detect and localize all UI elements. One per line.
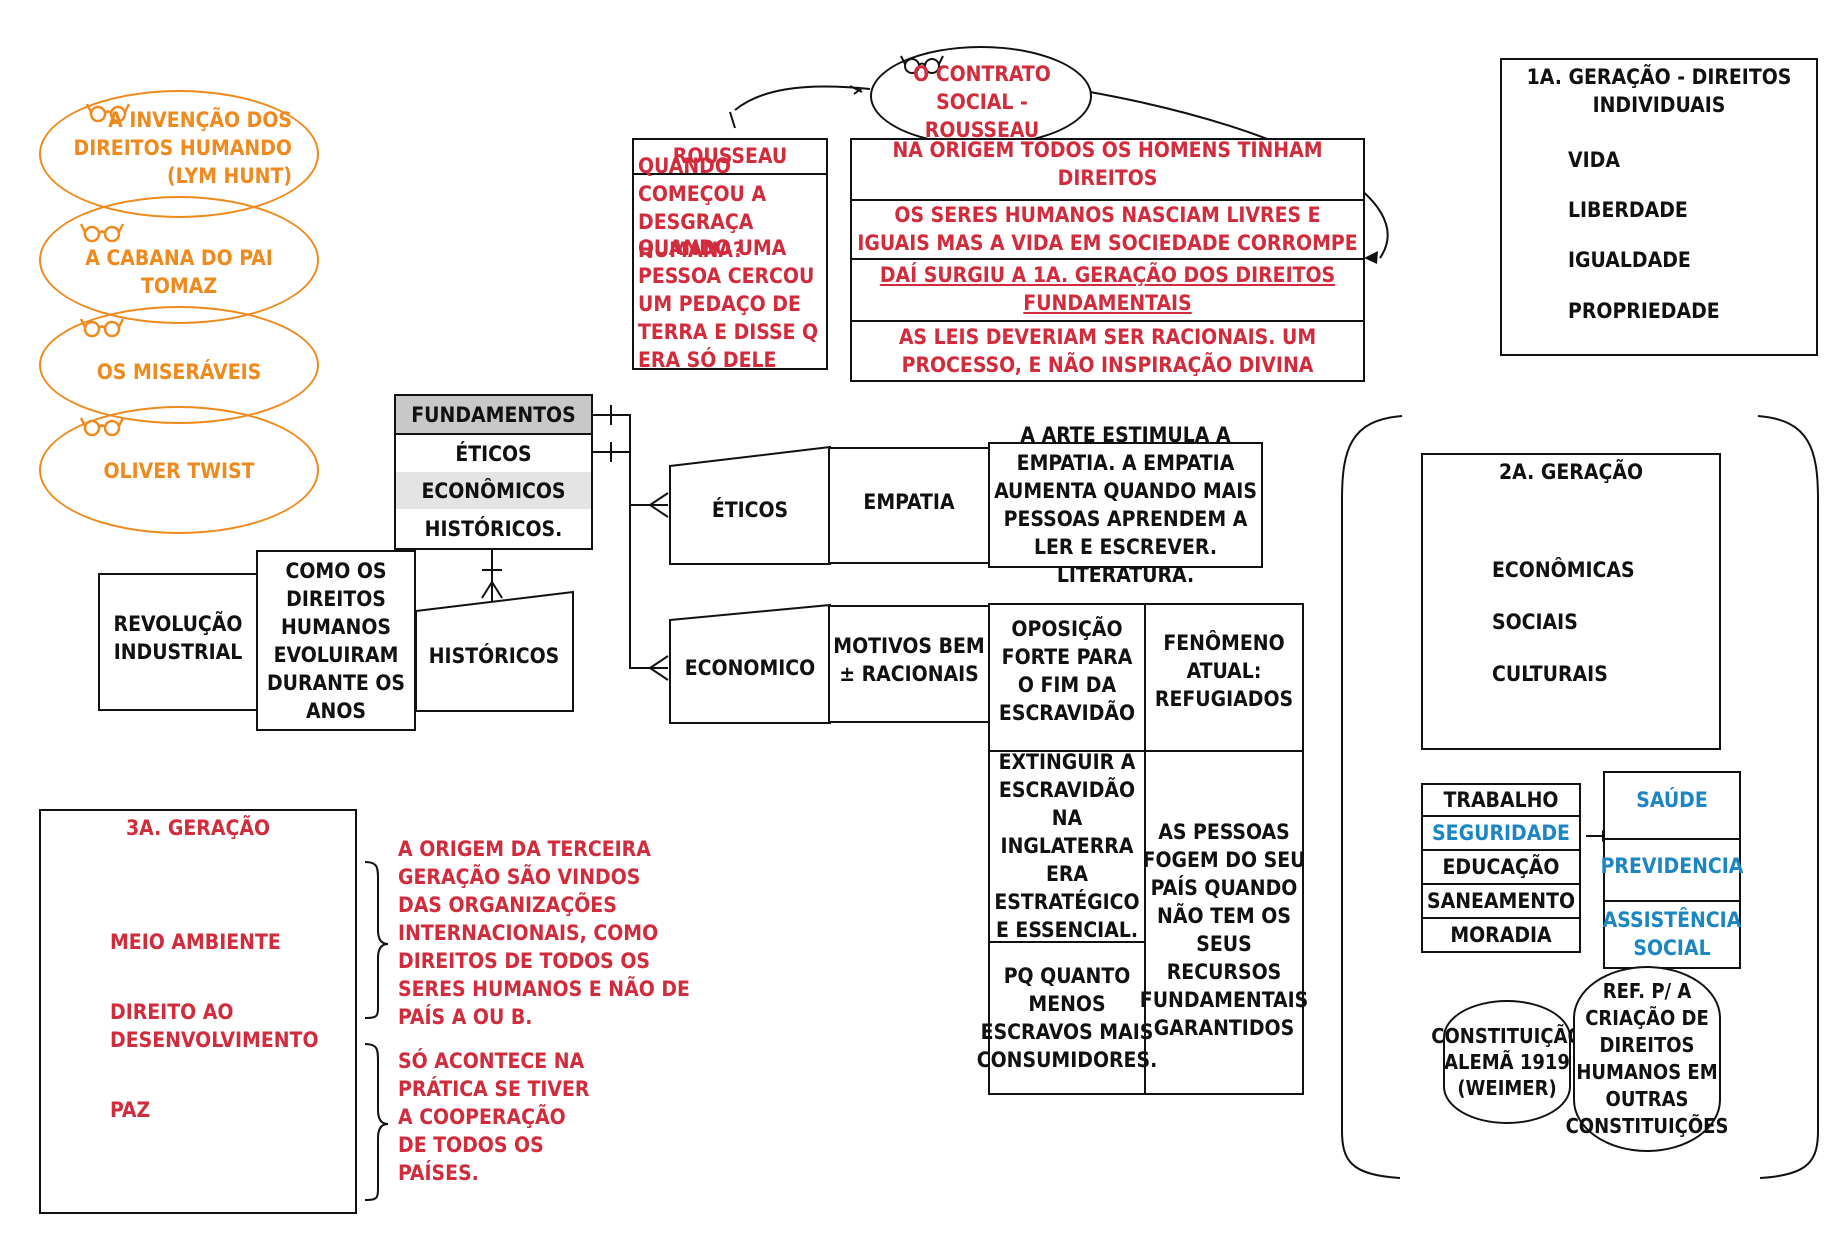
primeira-geracao-item: Propriedade xyxy=(1568,299,1720,323)
origem-row-4: As leis deveriam ser racionais. Um proce… xyxy=(898,325,1317,377)
list-item-saneamento: Saneamento xyxy=(1426,889,1576,913)
empatia-box xyxy=(828,447,990,564)
como-box xyxy=(256,550,416,731)
fundamentos-row-historicos: Históricos. xyxy=(424,516,563,541)
contrato-social-label: O contrato social - Rousseau xyxy=(913,62,1051,142)
economico-d1: Fenômeno atual: refugiados xyxy=(1154,631,1294,711)
book-label-4: Oliver Twist xyxy=(103,459,255,483)
glasses-icon xyxy=(80,318,124,338)
list-item-moradia: Moradia xyxy=(1450,923,1552,947)
economico-c3: PQ quanto menos escravos mais consumidor… xyxy=(976,964,1158,1072)
terceira-geracao-item: Paz xyxy=(110,1098,151,1122)
glasses-icon xyxy=(86,103,130,123)
constituicao-oval xyxy=(1443,1000,1571,1124)
primeira-geracao-item: Liberdade xyxy=(1568,198,1688,222)
eticos-label: Éticos xyxy=(711,498,789,522)
empatia-label: Empatia xyxy=(863,490,955,514)
book-label-2: A cabana do pai Tomaz xyxy=(85,246,273,298)
rousseau-answer: Quando uma pessoa cercou um pedaço de te… xyxy=(638,236,819,372)
terceira-geracao-box xyxy=(39,809,357,1214)
primeira-geracao-title: 1a. Geração - Direitos individuais xyxy=(1526,65,1792,117)
terceira-geracao-item: Meio ambiente xyxy=(110,930,281,954)
origem-box xyxy=(850,138,1365,382)
origem-row-2: Os seres humanos nasciam livres e iguais… xyxy=(857,203,1358,255)
economico-label: Economico xyxy=(684,656,816,680)
segunda-geracao-item: Culturais xyxy=(1492,662,1608,686)
historicos-label: Históricos xyxy=(428,644,560,668)
curly-brace-1 xyxy=(364,861,389,1019)
economico-c1: Oposição forte para o fim da escravidão xyxy=(998,617,1136,725)
primeira-geracao-item: Igualdade xyxy=(1568,248,1691,272)
seguridade-assistencia: Assistência social xyxy=(1602,908,1742,960)
list-item-educacao: Educação xyxy=(1442,855,1560,879)
terceira-geracao-note-1: A origem da terceira geração são vindos … xyxy=(398,837,690,1029)
rousseau-question: Quando começou a desgraça humana? xyxy=(638,154,767,262)
economico-grid xyxy=(988,603,1304,1095)
book-label-1: A invenção dos direitos humando (Lym Hun… xyxy=(73,108,292,188)
economico-d2: As pessoas fogem do seu país quando não … xyxy=(1139,820,1309,1040)
ref-oval xyxy=(1573,966,1721,1152)
book-label-3: Os miseráveis xyxy=(96,360,262,384)
terceira-geracao-item: Direito ao desenvolvimento xyxy=(110,1000,319,1052)
seguridade-previdencia: Previdencia xyxy=(1600,854,1744,878)
origem-row-3: Daí surgiu a 1a. geração dos direitos fu… xyxy=(879,263,1336,315)
economico-c2: Extinguir a escravidão na Inglaterra era… xyxy=(994,750,1140,942)
glasses-icon xyxy=(80,417,124,437)
fundamentos-connector xyxy=(593,414,668,669)
segunda-geracao-title: 2a. Geração xyxy=(1498,460,1644,484)
fundamentos-header: Fundamentos xyxy=(411,402,576,427)
fundamentos-row-economicos: Econômicos xyxy=(421,478,566,503)
segunda-geracao-box xyxy=(1421,453,1721,750)
seguridade-saude: Saúde xyxy=(1636,788,1708,812)
direitos-sociais-list xyxy=(1421,783,1581,953)
como-label: Como os direitos humanos evoluiram duran… xyxy=(266,558,406,723)
glasses-icon xyxy=(80,223,124,243)
empatia-desc-box xyxy=(988,442,1263,568)
empatia-desc: A arte estimula a empatia. A empatia aum… xyxy=(994,423,1257,587)
revolucao-label: Revolução industrial xyxy=(113,612,243,664)
motivos-box xyxy=(828,605,990,723)
list-item-seguridade: Seguridade xyxy=(1432,821,1570,845)
ref-label: Ref. p/ a criação de direitos humanos em… xyxy=(1565,979,1729,1138)
motivos-label: Motivos bem ± racionais xyxy=(833,634,985,686)
terceira-geracao-title: 3a. Geração xyxy=(125,816,271,840)
origem-row-1: Na origem todos os homens tinham direito… xyxy=(892,138,1323,190)
seguridade-box xyxy=(1603,771,1741,969)
segunda-geracao-item: Sociais xyxy=(1492,610,1578,634)
book-ellipse-4 xyxy=(39,406,319,534)
segunda-geracao-item: Econômicas xyxy=(1492,558,1635,582)
rousseau-title: Rousseau xyxy=(672,144,788,168)
arrowhead xyxy=(1364,251,1378,264)
terceira-geracao-note-2: Só acontece na prática se tiver a cooper… xyxy=(398,1049,590,1185)
list-item-trabalho: Trabalho xyxy=(1443,787,1559,812)
curly-brace-2 xyxy=(364,1043,389,1201)
segunda-geracao-bracket-right xyxy=(1757,415,1819,1179)
primeira-geracao-box xyxy=(1500,58,1818,356)
primeira-geracao-item: Vida xyxy=(1568,148,1620,172)
segunda-geracao-bracket-left xyxy=(1341,415,1403,1179)
constituicao-label: Constituição Alemã 1919 (Weimer) xyxy=(1431,1024,1583,1100)
contrato-to-rousseau-connector xyxy=(734,85,871,111)
rousseau-box xyxy=(632,138,828,370)
fundamentos-row-eticos: Éticos xyxy=(455,441,532,466)
glasses-icon xyxy=(900,55,944,74)
